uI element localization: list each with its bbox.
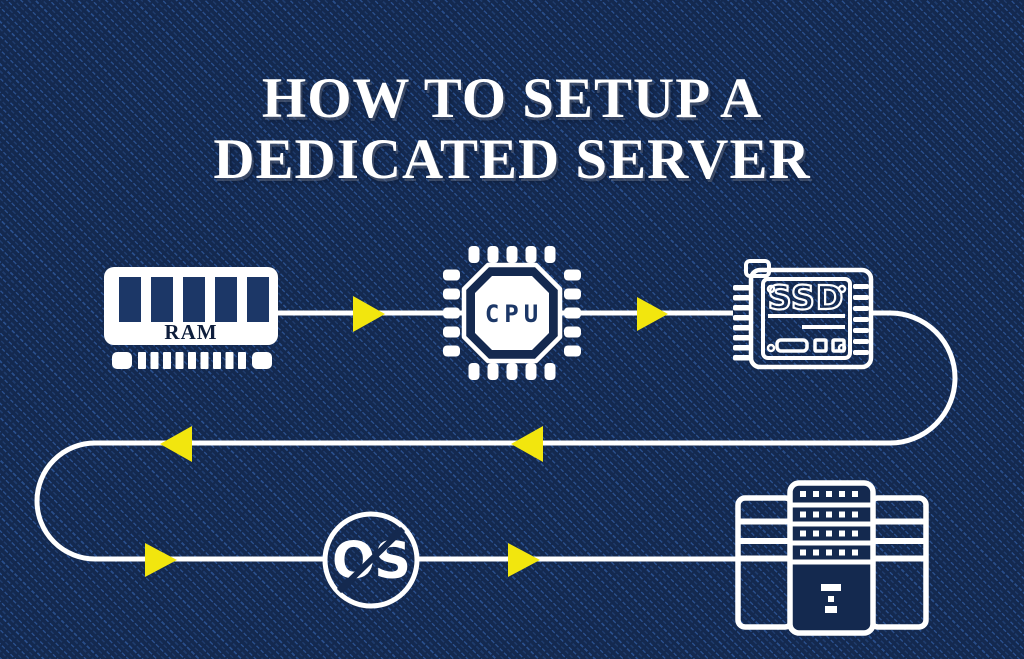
- connector-loop: [34, 310, 958, 562]
- ssd-left-connector-pins: [733, 285, 750, 361]
- ssd-inner-panel: [761, 277, 852, 360]
- cpu-die: [475, 276, 549, 350]
- server-rack-icon: [735, 480, 929, 636]
- arrow-right-ram-cpu: [353, 296, 385, 332]
- title-line-1: HOW TO SETUP A: [261, 67, 763, 130]
- cpu-chip-icon: CPU: [443, 246, 581, 380]
- cpu-pins: [443, 246, 581, 380]
- infographic-title: HOW TO SETUP A DEDICATED SERVER: [0, 68, 1024, 190]
- ram-chips: [119, 277, 269, 322]
- ssd-drive-icon: SSD: [733, 259, 874, 370]
- title-line-2: DEDICATED SERVER: [213, 128, 811, 191]
- ssd-label: SSD: [768, 278, 844, 317]
- ssd-trace-lines: [768, 314, 845, 329]
- arrow-right-os-server: [508, 543, 540, 577]
- server-front-emblem: [821, 584, 841, 613]
- ssd-outer-board: [748, 267, 874, 370]
- arrow-right-to-os: [145, 543, 177, 577]
- ram-memory-icon: RAM: [104, 267, 278, 369]
- flow-arrows: [145, 296, 668, 577]
- os-slash: [336, 526, 406, 594]
- cpu-label: CPU: [485, 300, 543, 328]
- ssd-right-fins: [853, 284, 869, 355]
- server-center-tower: [787, 480, 876, 636]
- arrow-right-cpu-ssd: [637, 297, 668, 331]
- ssd-chips: [775, 338, 846, 353]
- server-rack-dividers: [790, 502, 873, 565]
- ram-label: RAM: [164, 320, 217, 344]
- arrow-left-mid-1: [511, 426, 543, 462]
- arrow-left-mid-2: [160, 426, 192, 462]
- os-circle-icon: OS: [322, 511, 420, 609]
- server-drive-dots: [800, 491, 858, 556]
- os-ring: [322, 511, 420, 609]
